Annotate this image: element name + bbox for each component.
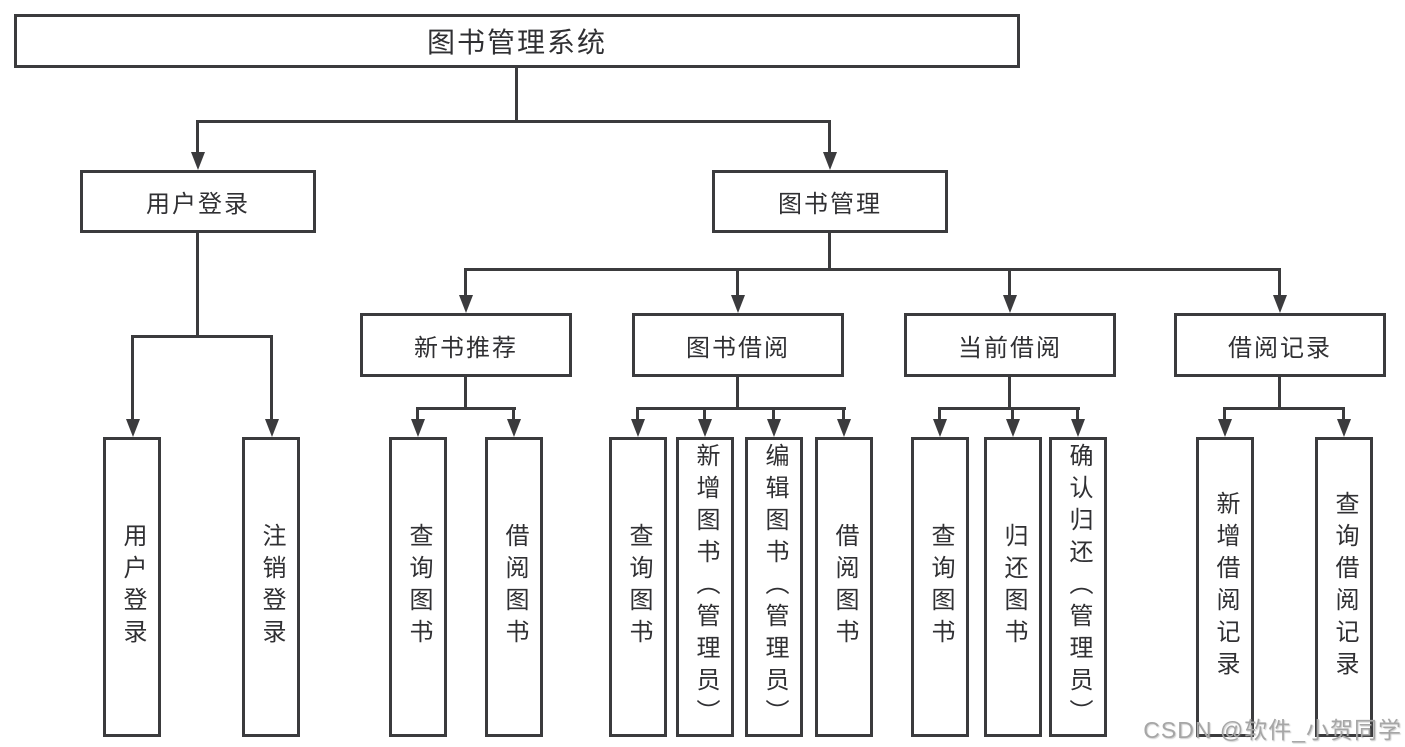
node-label: 确认归还（管理员）: [1065, 443, 1092, 731]
connector-line: [1008, 268, 1011, 295]
arrow-down-icon: [823, 152, 837, 170]
connector-line: [515, 68, 518, 120]
connector-line: [1008, 377, 1011, 407]
connector-line: [938, 407, 1080, 410]
connector-line: [772, 407, 775, 419]
node-book-borrowing: 图书借阅: [632, 313, 844, 377]
arrow-down-icon: [1006, 419, 1020, 437]
node-book-management: 图书管理: [712, 170, 948, 233]
node-user-login-group: 用户登录: [80, 170, 316, 233]
node-label: 查询图书: [927, 523, 954, 651]
connector-line: [131, 335, 134, 419]
connector-line: [270, 335, 273, 419]
node-user-login: 用户登录: [103, 437, 161, 737]
node-add-borrow-record: 新增借阅记录: [1196, 437, 1254, 737]
connector-line: [1011, 407, 1014, 419]
node-confirm-return-admin: 确认归还（管理员）: [1049, 437, 1107, 737]
connector-line: [196, 120, 199, 152]
node-label: 查询借阅记录: [1331, 491, 1358, 683]
arrow-down-icon: [767, 419, 781, 437]
arrow-down-icon: [631, 419, 645, 437]
node-label: 用户登录: [119, 523, 146, 651]
connector-line: [464, 268, 1281, 271]
arrow-down-icon: [411, 419, 425, 437]
arrow-down-icon: [1003, 295, 1017, 313]
connector-line: [1223, 407, 1345, 410]
csdn-watermark: CSDN @软件_小贺同学: [1143, 717, 1402, 743]
arrow-down-icon: [265, 419, 279, 437]
connector-line: [736, 268, 739, 295]
node-label: 借阅记录: [1228, 334, 1332, 362]
node-label: 图书管理: [778, 191, 882, 218]
arrow-down-icon: [459, 295, 473, 313]
connector-line: [131, 335, 273, 338]
node-query-borrow-record: 查询借阅记录: [1315, 437, 1373, 737]
node-label: 用户登录: [146, 191, 250, 218]
connector-line: [196, 233, 199, 335]
node-edit-books-admin: 编辑图书（管理员）: [745, 437, 803, 737]
arrow-down-icon: [837, 419, 851, 437]
node-query-books-current: 查询图书: [911, 437, 969, 737]
connector-line: [736, 377, 739, 407]
node-query-books-recommend: 查询图书: [389, 437, 447, 737]
node-query-books-borrowing: 查询图书: [609, 437, 667, 737]
node-add-books-admin: 新增图书（管理员）: [676, 437, 734, 737]
node-label: 归还图书: [1000, 523, 1027, 651]
node-label: 新增图书（管理员）: [692, 443, 719, 731]
node-label: 借阅图书: [831, 523, 858, 651]
node-borrow-books: 借阅图书: [815, 437, 873, 737]
connector-line: [464, 377, 467, 407]
connector-line: [1223, 407, 1226, 419]
arrow-down-icon: [191, 152, 205, 170]
connector-line: [636, 407, 639, 419]
arrow-down-icon: [1218, 419, 1232, 437]
node-label: 查询图书: [625, 523, 652, 651]
connector-line: [416, 407, 516, 410]
node-label: 查询图书: [405, 523, 432, 651]
arrow-down-icon: [507, 419, 521, 437]
connector-line: [416, 407, 419, 419]
connector-line: [842, 407, 845, 419]
connector-line: [703, 407, 706, 419]
arrow-down-icon: [933, 419, 947, 437]
arrow-down-icon: [731, 295, 745, 313]
node-return-books: 归还图书: [984, 437, 1042, 737]
node-label: 新增借阅记录: [1212, 491, 1239, 683]
node-current-borrowing: 当前借阅: [904, 313, 1116, 377]
node-label: 图书管理系统: [426, 27, 607, 58]
connector-line: [1076, 407, 1079, 419]
connector-line: [464, 268, 467, 295]
arrow-down-icon: [1071, 419, 1085, 437]
arrow-down-icon: [1273, 295, 1287, 313]
node-label: 新书推荐: [414, 334, 518, 362]
connector-line: [512, 407, 515, 419]
connector-line: [828, 120, 831, 152]
connector-line: [938, 407, 941, 419]
connector-line: [196, 120, 831, 123]
connector-line: [1278, 268, 1281, 295]
node-library-management-system: 图书管理系统: [14, 14, 1020, 68]
node-borrow-books-recommend: 借阅图书: [485, 437, 543, 737]
node-label: 借阅图书: [501, 523, 528, 651]
node-logout: 注销登录: [242, 437, 300, 737]
connector-line: [1278, 377, 1281, 407]
node-label: 编辑图书（管理员）: [761, 443, 788, 731]
node-borrowing-records: 借阅记录: [1174, 313, 1386, 377]
connector-line: [828, 233, 831, 268]
connector-line: [1342, 407, 1345, 419]
arrow-down-icon: [1337, 419, 1351, 437]
arrow-down-icon: [126, 419, 140, 437]
node-new-book-recommendation: 新书推荐: [360, 313, 572, 377]
node-label: 图书借阅: [686, 334, 790, 362]
node-label: 注销登录: [258, 523, 285, 651]
connector-line: [636, 407, 846, 410]
node-label: 当前借阅: [958, 334, 1062, 362]
arrow-down-icon: [698, 419, 712, 437]
